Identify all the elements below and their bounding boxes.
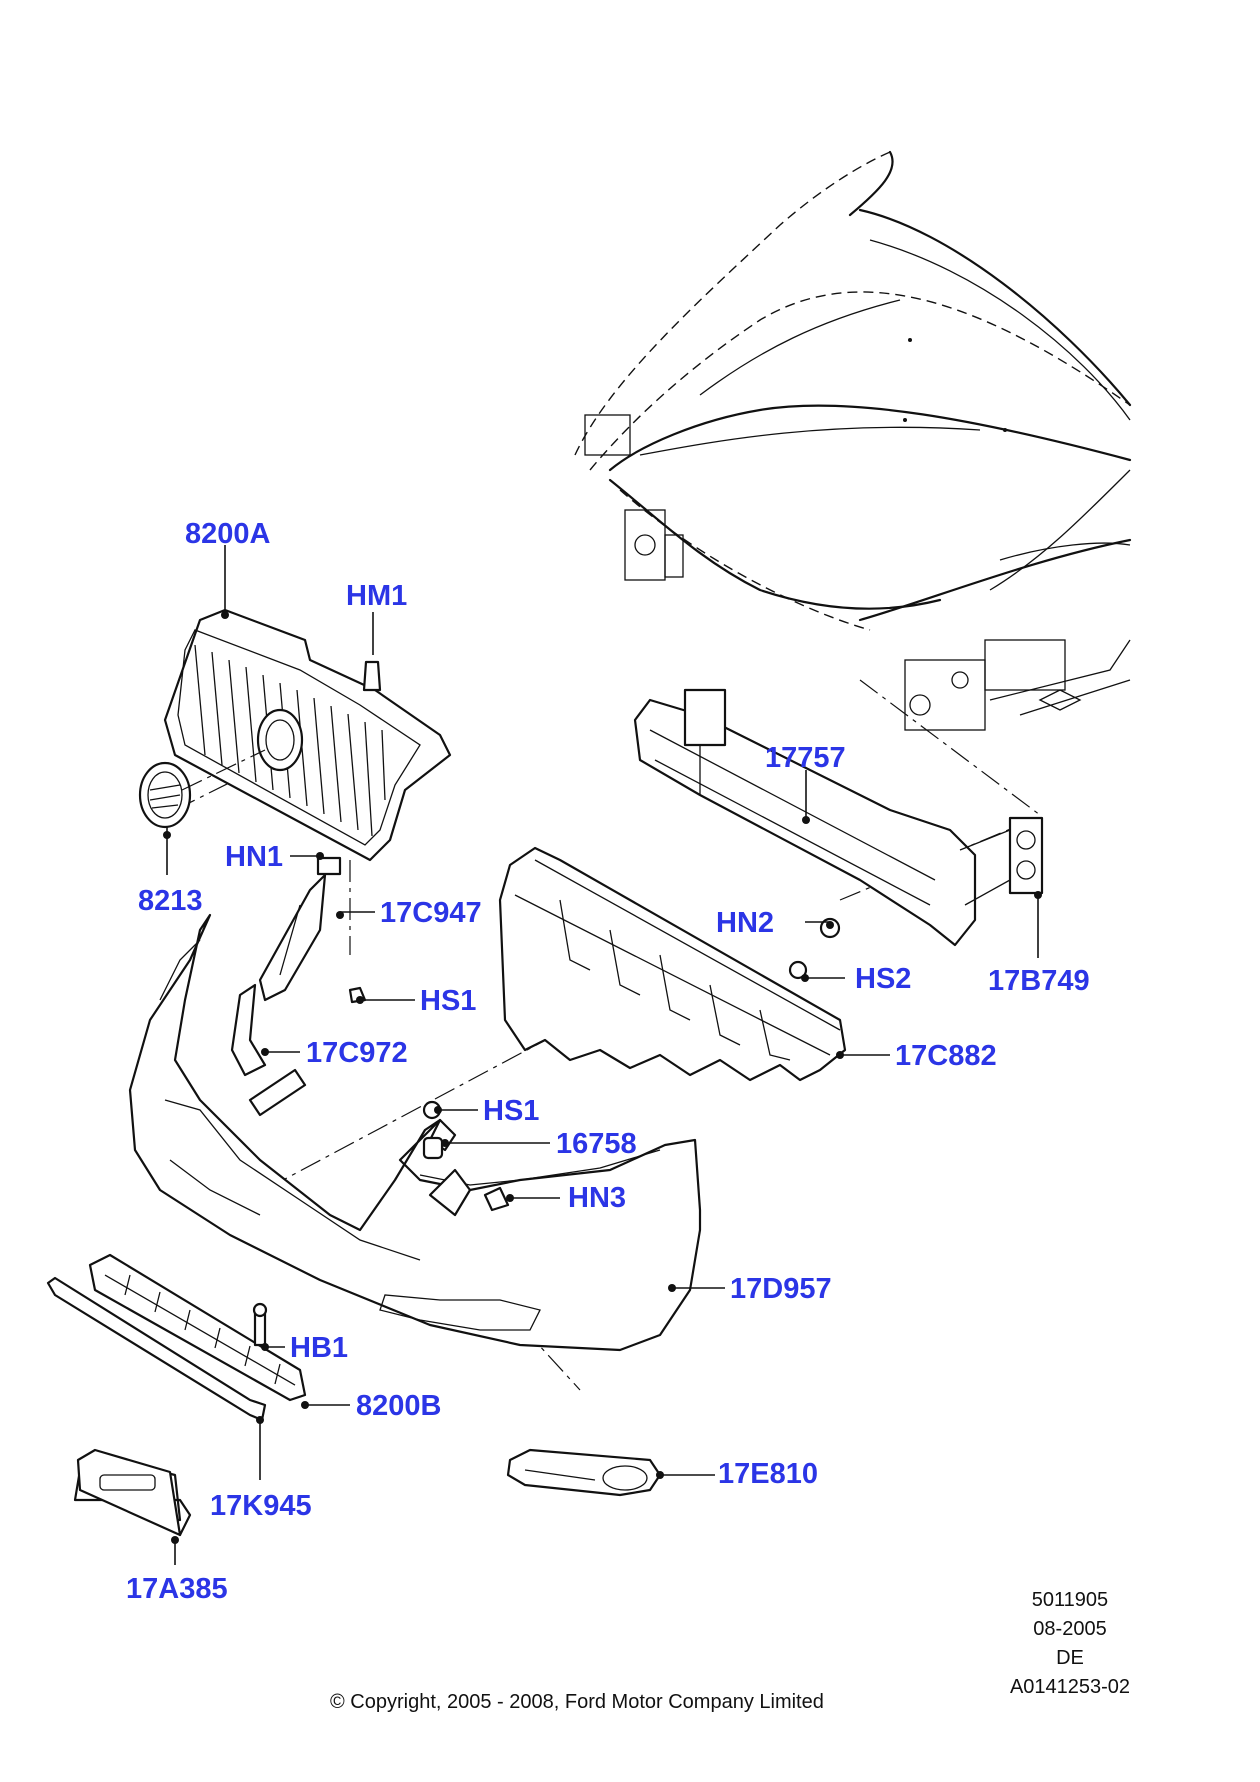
fog-lamp-bezel bbox=[506, 1448, 662, 1497]
label-17E810: 17E810 bbox=[718, 1458, 818, 1490]
label-HM1: HM1 bbox=[346, 580, 407, 612]
illustration-id: A0141253-02 bbox=[1010, 1676, 1130, 1698]
footer: 5011905 08-2005 DE A0141253-02 © Copyrig… bbox=[330, 1589, 1130, 1713]
label-17D957: 17D957 bbox=[730, 1273, 832, 1305]
bumper-reinforcement-beam bbox=[633, 688, 1044, 947]
label-8200A: 8200A bbox=[185, 518, 271, 550]
label-HS2: HS2 bbox=[855, 963, 911, 995]
label-HN1: HN1 bbox=[225, 841, 283, 873]
label-HS1-lower: HS1 bbox=[483, 1095, 539, 1127]
label-17C947: 17C947 bbox=[380, 897, 482, 929]
label-HN2: HN2 bbox=[716, 907, 774, 939]
label-HN3: HN3 bbox=[568, 1182, 626, 1214]
label-HS1-upper: HS1 bbox=[420, 985, 476, 1017]
label-8213: 8213 bbox=[138, 885, 203, 917]
illustration-date: 08-2005 bbox=[1033, 1618, 1106, 1640]
bumper-brackets bbox=[230, 873, 327, 1117]
lower-grille bbox=[88, 1253, 307, 1402]
language-code: DE bbox=[1056, 1647, 1084, 1669]
label-17A385: 17A385 bbox=[126, 1573, 228, 1605]
label-17757: 17757 bbox=[765, 742, 846, 774]
lower-trim-strip bbox=[46, 1276, 267, 1422]
emblem bbox=[138, 749, 266, 829]
leader-lines bbox=[163, 545, 1042, 1565]
label-17K945: 17K945 bbox=[210, 1490, 312, 1522]
label-16758: 16758 bbox=[556, 1128, 637, 1160]
license-plate-bracket bbox=[73, 1448, 192, 1537]
fasteners bbox=[252, 660, 841, 1347]
label-17B749: 17B749 bbox=[988, 965, 1090, 997]
label-8200B: 8200B bbox=[356, 1390, 441, 1422]
reference-number: 5011905 bbox=[1032, 1589, 1108, 1611]
label-17C972: 17C972 bbox=[306, 1037, 408, 1069]
copyright-notice: © Copyright, 2005 - 2008, Ford Motor Com… bbox=[330, 1691, 824, 1713]
upper-grille bbox=[163, 608, 452, 862]
energy-absorber bbox=[498, 846, 847, 1082]
label-17C882: 17C882 bbox=[895, 1040, 997, 1072]
label-HB1: HB1 bbox=[290, 1332, 348, 1364]
part-labels: 8200A HM1 17757 HN1 8213 17C947 HN2 HS2 … bbox=[126, 518, 1090, 1605]
hood-illustration bbox=[574, 150, 1132, 731]
